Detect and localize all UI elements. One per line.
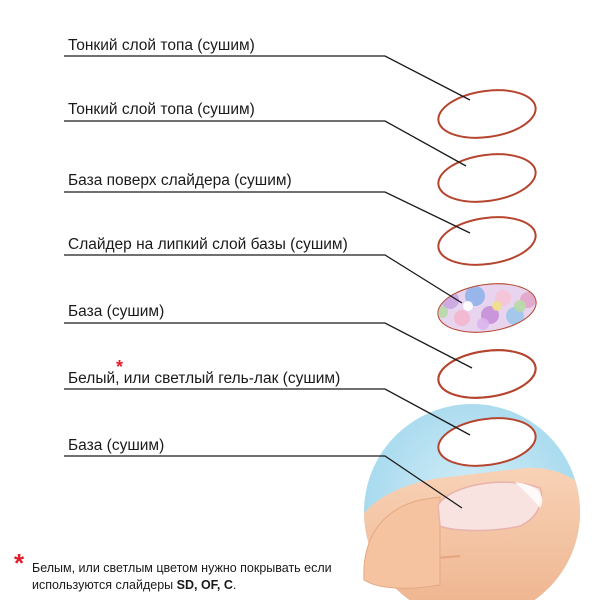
layer-label-6: Белый, или светлый гель-лак (сушим) xyxy=(68,370,341,387)
nail-layer-6 xyxy=(437,417,537,467)
footnote: Белым, или светлым цветом нужно покрыват… xyxy=(32,560,392,594)
leader-line-3 xyxy=(64,191,471,234)
layer-label-1: Тонкий слой топа (сушим) xyxy=(68,37,255,54)
footnote-line2-prefix: используются слайдеры xyxy=(32,578,177,592)
layer-label-7: База (сушим) xyxy=(68,437,165,454)
leader-line-7 xyxy=(64,455,463,509)
footnote-slider-types: SD, OF, C xyxy=(176,578,233,592)
layer-label-3: База поверх слайдера (сушим) xyxy=(68,172,292,189)
nail-layer-2 xyxy=(437,153,537,203)
layer-label-5: База (сушим) xyxy=(68,303,165,320)
flower-12 xyxy=(477,318,489,330)
footnote-line1: Белым, или светлым цветом нужно покрыват… xyxy=(32,561,332,575)
flower-3 xyxy=(465,286,485,306)
leader-line-1 xyxy=(64,55,471,101)
flower-11 xyxy=(463,301,473,311)
flower-2 xyxy=(454,310,470,326)
flower-10 xyxy=(514,300,526,312)
nail-layer-floral-slider xyxy=(437,349,537,399)
leader-line-5 xyxy=(64,322,473,369)
finger-nail xyxy=(437,481,543,532)
footnote-line2-suffix: . xyxy=(232,578,237,592)
leader-line-2 xyxy=(64,120,467,167)
label-asterisk: * xyxy=(116,357,124,377)
finger-left xyxy=(363,496,441,589)
finger-illustration xyxy=(363,404,580,600)
nail-layer-1 xyxy=(437,89,537,139)
leader-lines xyxy=(64,55,473,509)
leader-line-4 xyxy=(64,254,463,304)
nail-layer-3 xyxy=(437,216,537,266)
leader-line-6 xyxy=(64,388,471,436)
nail-free-edge xyxy=(515,482,543,508)
layer-label-4: Слайдер на липкий слой базы (сушим) xyxy=(68,236,348,253)
footnote-asterisk: * xyxy=(14,548,25,578)
layer-label-2: Тонкий слой топа (сушим) xyxy=(68,101,255,118)
floral-slider-outline xyxy=(437,349,537,399)
flower-9 xyxy=(492,301,502,311)
